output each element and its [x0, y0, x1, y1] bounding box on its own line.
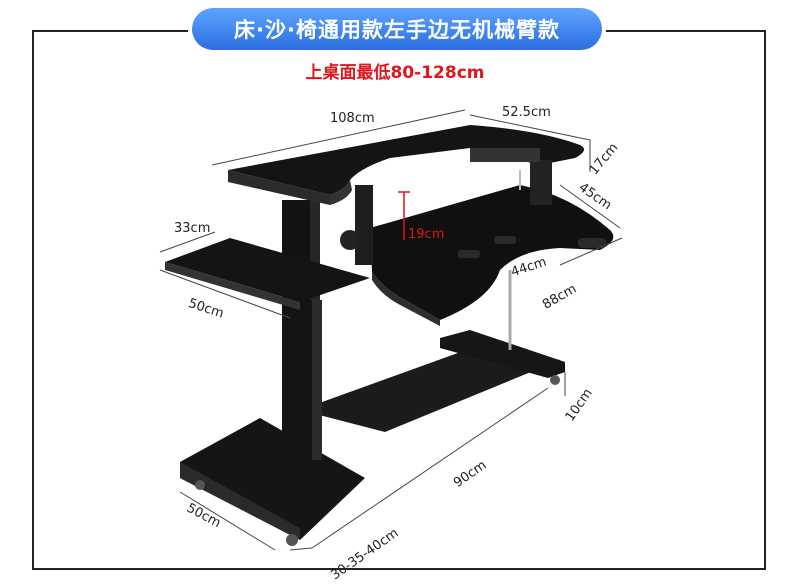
column [282, 200, 322, 460]
title-banner: 床·沙·椅通用款左手边无机械臂款 [192, 8, 602, 50]
dimension-lines [159, 109, 623, 551]
dim-base-length: 90cm [451, 458, 489, 491]
dim-lower-depth: 45cm [576, 180, 614, 213]
gap-marker [398, 191, 410, 240]
dim-base-height: 10cm [563, 386, 596, 424]
dim-side-tray-depth: 33cm [174, 221, 210, 236]
dim-top-width: 108cm [330, 111, 375, 126]
dim-side-tray-width: 50cm [186, 296, 225, 322]
dim-lower-width: 88cm [540, 281, 579, 312]
dim-foot-width: 50cm [184, 501, 223, 531]
side-tray [165, 238, 370, 310]
dim-wing-width: 52.5cm [502, 105, 551, 120]
height-range-note: 上桌面最低80-128cm [305, 63, 485, 83]
dim-wing-depth: 17cm [587, 140, 622, 177]
upper-surface [228, 125, 584, 265]
dim-gap-height: 19cm [408, 227, 444, 242]
base-frame [180, 330, 565, 546]
lower-surface [370, 170, 614, 350]
dim-stand-depth: 30-35-40cm [328, 526, 401, 584]
